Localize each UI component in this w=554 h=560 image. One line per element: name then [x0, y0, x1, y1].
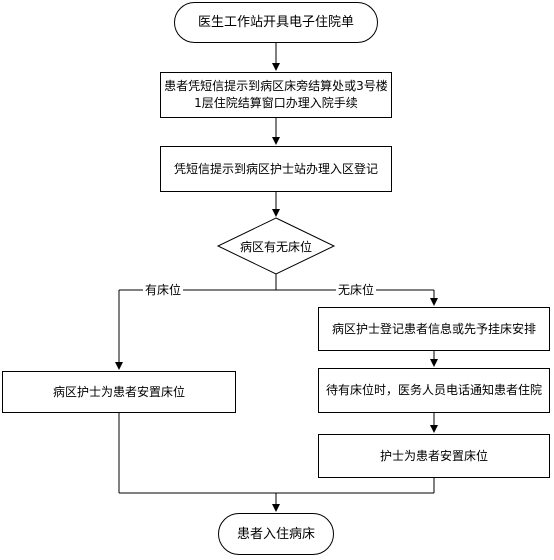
- no-step2-text: 待有床位时，医务人员电话通知患者住院: [325, 383, 542, 397]
- decision-text: 病区有无床位: [239, 240, 312, 254]
- step2-text: 凭短信提示到病区护士站办理入区登记: [173, 161, 378, 176]
- step1-box: 患者凭短信提示到病区床旁结算处或3号楼 1层住院结算窗口办理入院手续: [160, 72, 392, 118]
- end-node-text: 患者入住病床: [236, 526, 315, 542]
- start-node: 医生工作站开具电子住院单: [174, 2, 378, 43]
- step1-text: 患者凭短信提示到病区床旁结算处或3号楼 1层住院结算窗口办理入院手续: [164, 79, 388, 110]
- start-node-text: 医生工作站开具电子住院单: [197, 15, 354, 30]
- no-step3-text: 护士为患者安置床位: [379, 448, 488, 463]
- no-step2-box: 待有床位时，医务人员电话通知患者住院: [318, 368, 550, 413]
- decision-diamond: [216, 217, 336, 275]
- no-step1-box: 病区护士登记患者信息或先予挂床安排: [318, 307, 550, 351]
- no-step3-box: 护士为患者安置床位: [318, 434, 550, 478]
- yes-step-text: 病区护士为患者安置床位: [52, 384, 185, 399]
- branch-yes-label: 有床位: [143, 283, 184, 297]
- step2-box: 凭短信提示到病区护士站办理入区登记: [160, 146, 392, 192]
- end-node: 患者入住病床: [218, 513, 334, 555]
- no-step1-text: 病区护士登记患者信息或先予挂床安排: [331, 321, 536, 336]
- branch-no-label: 无床位: [336, 283, 377, 297]
- yes-step-box: 病区护士为患者安置床位: [2, 371, 236, 413]
